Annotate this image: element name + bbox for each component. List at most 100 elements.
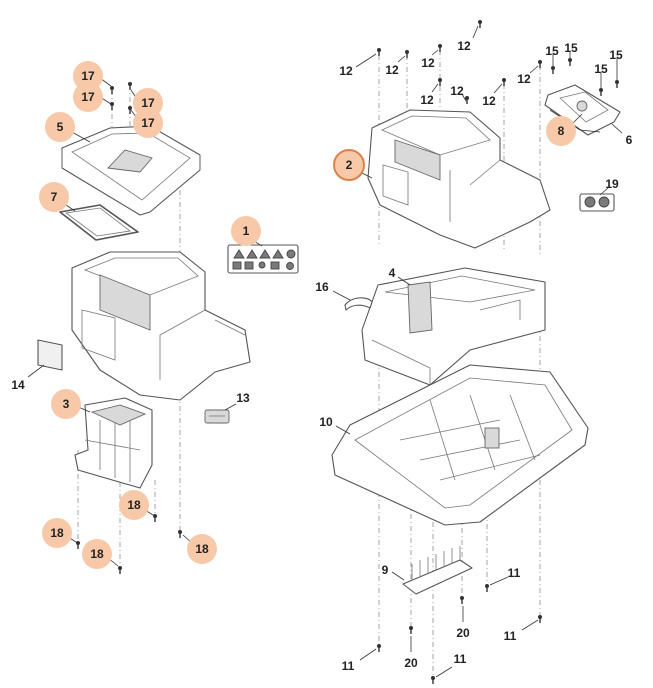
- callout-number: 17: [81, 69, 95, 83]
- callout-number: 5: [57, 120, 64, 134]
- callout-leader-line: [611, 123, 623, 134]
- callout-number: 6: [626, 133, 633, 147]
- screw-icon: [438, 44, 442, 52]
- callout-number: 12: [457, 39, 471, 53]
- callout-leader-line: [461, 93, 467, 102]
- base-plate-part: [331, 364, 589, 526]
- callout-badge: [119, 490, 149, 520]
- screw-icon: [538, 615, 542, 623]
- callout-leader-line: [391, 571, 405, 581]
- hopper-cap-part: [61, 125, 201, 216]
- callout-18: 18: [82, 539, 119, 569]
- control-label-part: [579, 193, 615, 212]
- screw-icon: [460, 596, 464, 604]
- callout-1: 1: [231, 216, 263, 247]
- callout-leader-line: [359, 648, 377, 661]
- callout-13: 13: [224, 391, 250, 411]
- callout-number: 15: [609, 48, 623, 62]
- callout-15: 15: [594, 62, 608, 88]
- screw-icon: [110, 86, 114, 94]
- callout-17: 17: [73, 82, 112, 112]
- callout-number: 18: [195, 542, 209, 556]
- callout-7: 7: [39, 182, 76, 212]
- screw-icon: [377, 48, 381, 56]
- right-screws: [377, 20, 619, 684]
- motor-frame-part: [361, 267, 546, 386]
- switch-label-part: [204, 409, 230, 424]
- callout-badge: [82, 539, 112, 569]
- callout-18: 18: [182, 534, 217, 564]
- screw-icon: [110, 102, 114, 110]
- callout-number: 12: [450, 84, 464, 98]
- left-screws: [76, 82, 182, 574]
- callout-number: 4: [389, 266, 396, 280]
- callout-badge: [39, 182, 69, 212]
- callout-number: 15: [594, 62, 608, 76]
- callout-12: 12: [385, 55, 406, 77]
- callout-12: 12: [420, 83, 439, 107]
- screw-icon: [405, 50, 409, 58]
- callout-number: 18: [50, 526, 64, 540]
- callout-15: 15: [545, 44, 559, 66]
- screw-icon: [128, 82, 132, 90]
- screw-icon: [551, 66, 555, 74]
- screw-icon: [128, 106, 132, 114]
- callout-19: 19: [599, 177, 619, 196]
- callout-number: 16: [315, 280, 329, 294]
- callout-number: 17: [81, 90, 95, 104]
- callout-number: 18: [127, 498, 141, 512]
- callout-5: 5: [45, 112, 91, 143]
- callout-20: 20: [404, 636, 418, 670]
- screw-icon: [485, 584, 489, 592]
- callout-number: 20: [404, 656, 418, 670]
- callout-leader-line: [27, 364, 45, 378]
- callout-11: 11: [435, 652, 467, 678]
- callout-badge: [546, 116, 576, 146]
- callout-leader-line: [489, 576, 509, 586]
- callout-leader-line: [431, 83, 439, 93]
- callout-number: 15: [545, 44, 559, 58]
- hopper-housing-part: [71, 251, 251, 401]
- callout-8: 8: [546, 113, 583, 146]
- callout-number: 7: [51, 190, 58, 204]
- callout-16: 16: [315, 280, 351, 301]
- callout-number: 14: [11, 378, 25, 392]
- screw-icon: [599, 88, 603, 96]
- callout-9: 9: [382, 563, 405, 581]
- callout-number: 13: [236, 391, 250, 405]
- screw-icon: [478, 20, 482, 28]
- callout-12: 12: [339, 53, 377, 78]
- discharge-insert-part: [74, 397, 153, 489]
- screw-icon: [409, 626, 413, 634]
- callout-number: 19: [605, 177, 619, 191]
- callout-leader-line: [529, 65, 539, 74]
- callout-15: 15: [564, 41, 578, 58]
- callout-number: 12: [421, 56, 435, 70]
- screw-icon: [178, 530, 182, 538]
- callout-number: 11: [342, 659, 355, 673]
- switch-cable-part: [344, 297, 373, 311]
- callout-12: 12: [482, 83, 503, 108]
- callout-leader-line: [521, 619, 539, 631]
- callout-18: 18: [42, 518, 77, 548]
- callout-badge: [73, 82, 103, 112]
- callout-badge: [42, 518, 72, 548]
- callout-leader-line: [224, 403, 237, 411]
- callout-number: 12: [385, 63, 399, 77]
- callout-leader-line: [431, 49, 439, 56]
- callout-number: 2: [346, 158, 353, 172]
- callout-10: 10: [319, 415, 351, 435]
- callout-leader-line: [397, 276, 411, 286]
- callout-number: 18: [90, 547, 104, 561]
- callout-badge: [231, 216, 261, 246]
- callout-number: 10: [319, 415, 333, 429]
- callout-18: 18: [119, 490, 154, 520]
- callout-number: 11: [508, 566, 521, 580]
- screw-icon: [118, 566, 122, 574]
- callout-number: 17: [141, 96, 155, 110]
- callout-12: 12: [421, 49, 439, 70]
- callout-3: 3: [51, 389, 91, 419]
- callout-17: 17: [130, 108, 163, 138]
- callout-leader-line: [472, 25, 479, 39]
